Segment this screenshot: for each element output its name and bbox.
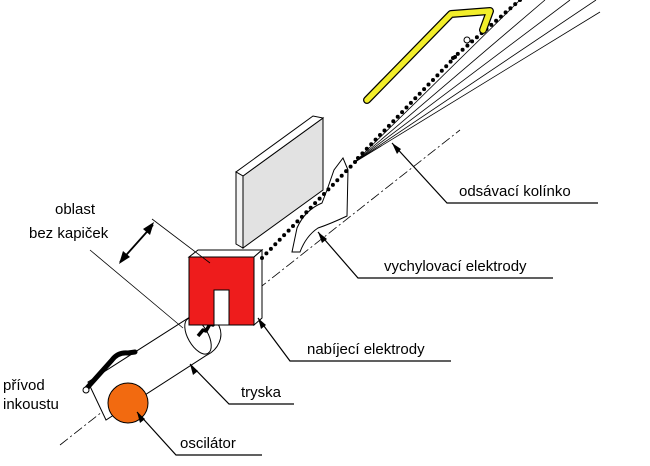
droplet [489, 22, 494, 27]
dim-arrow-head-bottom [119, 251, 130, 264]
droplet [282, 233, 287, 238]
trajectory-lines [354, 0, 601, 163]
droplet [503, 10, 508, 15]
leader-oscillator [136, 411, 262, 456]
label-ink-supply-1: přívod [3, 377, 45, 394]
droplet [353, 160, 357, 164]
droplet [260, 256, 264, 260]
droplet [304, 210, 309, 215]
droplet [322, 192, 326, 196]
droplet [299, 214, 304, 219]
droplet [422, 87, 427, 92]
leader-arrow-nozzle [190, 364, 198, 375]
deflection-plate-upper [235, 115, 325, 249]
droplet [382, 128, 387, 133]
label-dropfree-zone-1: oblast [55, 201, 96, 218]
droplet [470, 39, 475, 44]
label-oscillator: oscilátor [180, 435, 236, 452]
leader-charging [257, 317, 451, 362]
label-dropfree-zone-2: bez kapiček [29, 225, 109, 242]
suction-elbow-fill [364, 8, 493, 103]
droplet [417, 91, 422, 96]
leader-arrow-deflection [318, 232, 327, 243]
droplet [448, 59, 453, 64]
droplet [268, 246, 273, 251]
dim-arrow-head-top [143, 222, 154, 235]
ink-supply-end [82, 386, 90, 394]
droplet [444, 64, 449, 69]
droplet [426, 82, 431, 87]
leader-nozzle [189, 363, 294, 405]
droplet [513, 2, 518, 7]
droplet [474, 35, 479, 40]
droplet [498, 14, 503, 19]
droplet [348, 164, 353, 169]
droplet [356, 156, 360, 160]
droplet [408, 100, 413, 105]
droplet [400, 110, 405, 115]
droplet [518, 0, 522, 2]
suction-elbow-tube [363, 7, 494, 104]
droplet [308, 205, 313, 210]
leader-arrow-suction [392, 143, 401, 154]
droplet [395, 114, 400, 119]
droplet [295, 219, 300, 224]
droplet [326, 187, 331, 192]
label-suction-elbow: odsávací kolínko [459, 183, 571, 200]
label-deflection-electrodes: vychylovací elektrody [384, 258, 527, 275]
leader-arrow-charging [258, 318, 266, 329]
droplet [435, 73, 440, 78]
droplet [313, 201, 318, 206]
label-nozzle: tryska [241, 384, 282, 401]
droplet [413, 96, 418, 101]
droplet [277, 237, 282, 242]
label-ink-supply-2: inkoustu [3, 396, 59, 413]
droplet [330, 182, 335, 187]
droplet [364, 146, 369, 151]
droplet [369, 142, 374, 147]
droplet [439, 68, 444, 73]
droplet [508, 6, 513, 11]
droplet [465, 43, 470, 48]
droplet [339, 173, 344, 178]
droplet [273, 242, 278, 247]
ink-supply-tube [84, 349, 138, 391]
droplet [404, 105, 409, 110]
leader-lines [136, 142, 598, 456]
droplet [291, 224, 295, 228]
droplet [317, 196, 322, 201]
droplet [335, 178, 340, 183]
droplet [451, 56, 455, 60]
droplets [260, 0, 522, 260]
droplet [378, 133, 382, 137]
droplet [386, 123, 391, 128]
charging-electrode [187, 248, 264, 327]
droplet [360, 151, 365, 156]
droplet [264, 251, 269, 256]
droplet [431, 78, 435, 82]
droplet [286, 228, 291, 233]
leader-suction-elbow [391, 142, 598, 204]
droplet [391, 119, 396, 124]
droplet [460, 47, 465, 52]
suction-elbow-opening [463, 36, 471, 44]
droplet [455, 51, 460, 56]
leader-arrow-oscillator [137, 412, 145, 423]
droplet [373, 137, 378, 142]
droplet [494, 18, 499, 23]
leader-deflection [317, 231, 553, 279]
label-charging-electrodes: nabíjecí elektrody [307, 341, 425, 358]
droplet [344, 169, 349, 174]
